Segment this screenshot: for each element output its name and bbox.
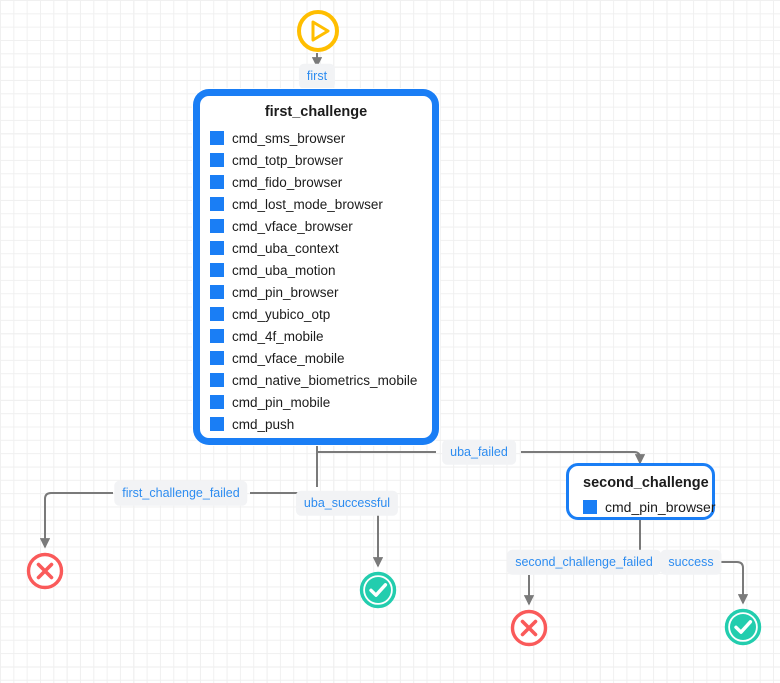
- item-swatch-icon: [210, 351, 224, 365]
- item-swatch-icon: [210, 285, 224, 299]
- list-item[interactable]: cmd_native_biometrics_mobile: [200, 369, 432, 391]
- list-item-label: cmd_uba_motion: [232, 262, 336, 278]
- check-circle-icon: [724, 608, 762, 646]
- terminal-success-1[interactable]: [358, 570, 398, 610]
- list-item-label: cmd_uba_context: [232, 240, 339, 256]
- edge-success-to-success-terminal: [718, 561, 749, 605]
- item-swatch-icon: [210, 417, 224, 431]
- list-item-label: cmd_pin_mobile: [232, 394, 331, 410]
- list-item[interactable]: cmd_fido_browser: [200, 171, 432, 193]
- list-item[interactable]: cmd_vface_mobile: [200, 347, 432, 369]
- start-node[interactable]: [296, 9, 340, 53]
- edge-uba-failed-to-second-challenge: [521, 451, 646, 465]
- list-item[interactable]: cmd_push: [200, 413, 432, 435]
- node-second-challenge[interactable]: second_challenge cmd_pin_browser: [566, 463, 716, 523]
- play-circle-icon: [297, 10, 339, 52]
- item-swatch-icon: [210, 329, 224, 343]
- list-item-label: cmd_sms_browser: [232, 130, 346, 146]
- list-item-label: cmd_yubico_otp: [232, 306, 331, 322]
- list-item[interactable]: cmd_pin_browser: [569, 495, 716, 519]
- list-item-label: cmd_pin_browser: [605, 499, 716, 515]
- item-swatch-icon: [210, 153, 224, 167]
- item-swatch-icon: [210, 197, 224, 211]
- list-item[interactable]: cmd_pin_mobile: [200, 391, 432, 413]
- node-item-list: cmd_pin_browser: [569, 495, 716, 523]
- item-swatch-icon: [210, 263, 224, 277]
- list-item[interactable]: cmd_sms_browser: [200, 127, 432, 149]
- list-item-label: cmd_vface_browser: [232, 218, 353, 234]
- list-item-label: cmd_lost_mode_browser: [232, 196, 383, 212]
- list-item[interactable]: cmd_uba_motion: [200, 259, 432, 281]
- item-swatch-icon: [210, 395, 224, 409]
- list-item[interactable]: cmd_vface_browser: [200, 215, 432, 237]
- list-item-label: cmd_pin_browser: [232, 284, 339, 300]
- item-swatch-icon: [210, 307, 224, 321]
- item-swatch-icon: [210, 241, 224, 255]
- node-first-challenge[interactable]: first_challenge cmd_sms_browser cmd_totp…: [197, 93, 435, 441]
- list-item[interactable]: cmd_totp_browser: [200, 149, 432, 171]
- item-swatch-icon: [210, 131, 224, 145]
- list-item[interactable]: cmd_uba_context: [200, 237, 432, 259]
- list-item-label: cmd_fido_browser: [232, 174, 343, 190]
- node-item-list: cmd_sms_browser cmd_totp_browser cmd_fid…: [200, 127, 432, 443]
- list-item-label: cmd_push: [232, 416, 295, 432]
- node-title: first_challenge: [264, 104, 368, 120]
- list-item[interactable]: cmd_pin_browser: [200, 281, 432, 303]
- list-item-label: cmd_4f_mobile: [232, 328, 324, 344]
- check-circle-icon: [359, 571, 397, 609]
- edge-first-challenge-failed-to-fail: [39, 492, 113, 549]
- item-swatch-icon: [210, 373, 224, 387]
- edge-label-second-challenge-failed[interactable]: second_challenge_failed: [507, 549, 661, 575]
- list-item[interactable]: cmd_yubico_otp: [200, 303, 432, 325]
- x-circle-icon: [510, 609, 548, 647]
- list-item[interactable]: cmd_4f_mobile: [200, 325, 432, 347]
- terminal-failure-2[interactable]: [509, 608, 549, 648]
- item-swatch-icon: [583, 500, 597, 514]
- terminal-success-2[interactable]: [723, 607, 763, 647]
- terminal-failure-1[interactable]: [25, 551, 65, 591]
- item-swatch-icon: [210, 219, 224, 233]
- list-item-label: cmd_native_biometrics_mobile: [232, 372, 418, 388]
- edge-label-uba-failed[interactable]: uba_failed: [442, 439, 516, 465]
- list-item[interactable]: cmd_lost_mode_browser: [200, 193, 432, 215]
- list-item-label: cmd_totp_browser: [232, 152, 344, 168]
- edge-label-first-challenge-failed[interactable]: first_challenge_failed: [114, 480, 248, 506]
- edge-label-uba-successful[interactable]: uba_successful: [295, 490, 399, 516]
- list-item-label: cmd_vface_mobile: [232, 350, 345, 366]
- edge-label-first[interactable]: first: [298, 63, 336, 89]
- edge-label-success[interactable]: success: [660, 549, 722, 575]
- item-swatch-icon: [210, 175, 224, 189]
- node-title: second_challenge: [583, 475, 709, 491]
- x-circle-icon: [26, 552, 64, 590]
